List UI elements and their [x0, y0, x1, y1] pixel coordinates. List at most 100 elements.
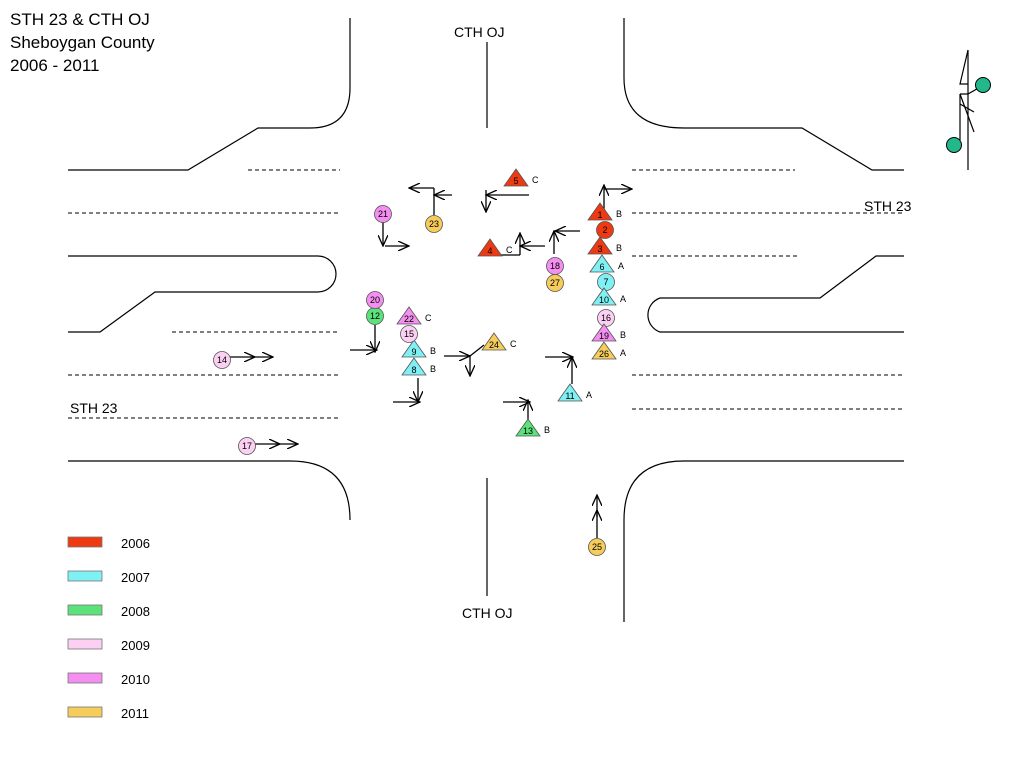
- lane-markings: [68, 169, 904, 419]
- crash-marker: 7: [597, 273, 615, 291]
- crash-triangle-icon: [401, 339, 427, 358]
- crash-circle-icon: [238, 437, 256, 455]
- road-label-north: CTH OJ: [454, 24, 505, 40]
- movement-arrows: [230, 185, 632, 538]
- crash-number: 2: [602, 225, 607, 235]
- legend-label: 2010: [121, 672, 150, 687]
- crash-triangle-icon: [481, 332, 507, 351]
- legend-label: 2006: [121, 536, 150, 551]
- crash-marker: 16: [597, 309, 615, 327]
- crash-triangle-icon: [401, 357, 427, 376]
- crash-number: 24: [489, 340, 499, 350]
- crash-marker: 11 A: [557, 383, 592, 402]
- crash-number: 5: [513, 176, 518, 186]
- road-label-west: STH 23: [70, 400, 118, 416]
- crash-number: 19: [599, 331, 609, 341]
- crash-severity: A: [620, 294, 626, 304]
- crash-marker: 10 A: [591, 287, 626, 306]
- crash-number: 8: [411, 365, 416, 375]
- crash-number: 11: [565, 391, 574, 401]
- legend-swatch: [67, 706, 103, 718]
- crash-number: 23: [429, 219, 439, 229]
- crash-number: 14: [217, 355, 227, 365]
- crash-number: 16: [601, 313, 611, 323]
- crash-triangle-icon: [396, 306, 422, 325]
- crash-triangle-icon: [477, 238, 503, 257]
- title-line-2: Sheboygan County: [10, 33, 155, 52]
- crash-circle-icon: [213, 351, 231, 369]
- crash-marker: 21: [374, 205, 392, 223]
- crash-marker: 17: [238, 437, 256, 455]
- crash-severity: A: [618, 261, 624, 271]
- legend-swatch: [67, 604, 103, 616]
- crash-triangle-icon: [587, 202, 613, 221]
- crash-triangle-icon: [515, 418, 541, 437]
- crash-marker: 15: [400, 325, 418, 343]
- crash-severity: B: [616, 209, 622, 219]
- crash-triangle-icon: [503, 168, 529, 187]
- road-label-south: CTH OJ: [462, 605, 513, 621]
- crash-number: 7: [603, 277, 608, 287]
- crash-marker: 19 B: [591, 323, 626, 342]
- crash-marker: 13 B: [515, 418, 550, 437]
- crash-number: 1: [597, 210, 602, 220]
- crash-circle-icon: [374, 205, 392, 223]
- crash-number: 20: [370, 295, 380, 305]
- legend-swatch: [67, 570, 103, 582]
- legend-swatch: [67, 536, 103, 548]
- crash-number: 6: [599, 262, 604, 272]
- legend-swatch: [67, 638, 103, 650]
- crash-triangle-icon: [591, 341, 617, 360]
- crash-number: 26: [599, 349, 609, 359]
- crash-triangle-icon: [591, 323, 617, 342]
- crash-marker: 14: [213, 351, 231, 369]
- crash-number: 10: [599, 295, 609, 305]
- crash-triangle-icon: [589, 254, 615, 273]
- legend-label: 2007: [121, 570, 150, 585]
- crash-triangle-icon: [587, 236, 613, 255]
- crash-triangle-icon: [591, 287, 617, 306]
- road-edges: [68, 18, 904, 622]
- crash-severity: B: [544, 425, 550, 435]
- crash-circle-icon: [546, 274, 564, 292]
- legend-label: 2011: [121, 706, 149, 721]
- crash-number: 4: [487, 246, 492, 256]
- traffic-signal-icon: [946, 49, 991, 170]
- legend-label: 2008: [121, 604, 150, 619]
- crash-circle-icon: [596, 221, 614, 239]
- crash-number: 13: [523, 426, 533, 436]
- crash-number: 25: [592, 542, 602, 552]
- legend-label: 2009: [121, 638, 150, 653]
- crash-marker: 26 A: [591, 341, 626, 360]
- crash-number: 21: [378, 209, 388, 219]
- road-label-east: STH 23: [864, 198, 912, 214]
- crash-circle-icon: [400, 325, 418, 343]
- crash-severity: C: [532, 175, 539, 185]
- crash-number: 17: [242, 441, 252, 451]
- crash-marker: 18: [546, 257, 564, 275]
- crash-circle-icon: [366, 291, 384, 309]
- title-line-1: STH 23 & CTH OJ: [10, 10, 150, 29]
- crash-severity: B: [620, 330, 626, 340]
- crash-number: 3: [597, 244, 602, 254]
- crash-severity: A: [586, 390, 592, 400]
- legend: 2006 2007 2008 2009 2010 2011: [67, 536, 150, 721]
- crash-number: 18: [550, 261, 560, 271]
- crash-marker: 23: [425, 215, 443, 233]
- crash-severity: A: [620, 348, 626, 358]
- crash-triangle-icon: [557, 383, 583, 402]
- crash-number: 15: [404, 329, 414, 339]
- crash-marker: 12: [366, 307, 384, 325]
- crash-marker: 20: [366, 291, 384, 309]
- crash-number: 27: [550, 278, 560, 288]
